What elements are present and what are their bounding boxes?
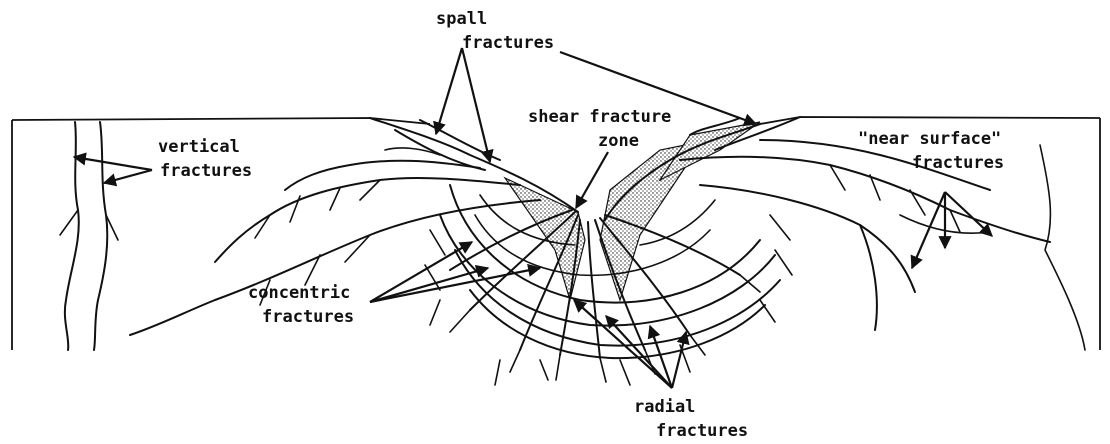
radial-label-line1: radial [634, 397, 695, 417]
spall-label-line1: spall [436, 9, 487, 29]
near-surface-label-line1: "near surface" [858, 129, 1001, 149]
shear-leader [576, 152, 608, 208]
near-surface-label-line2: fractures [912, 153, 1004, 173]
radial-label-line2: fractures [656, 421, 748, 441]
concentric-leader-3 [370, 268, 540, 302]
near-surface-fractures-right [680, 140, 1085, 350]
shear-label-line1: shear fracture [528, 107, 671, 127]
concentric-label-line2: fractures [262, 307, 354, 327]
spall-label-line2: fractures [462, 33, 554, 53]
spall-fracture-lines [370, 117, 800, 220]
concentric-label-line1: concentric [248, 283, 350, 303]
radial-leader-2 [606, 316, 672, 388]
vertical-leader-1 [74, 157, 152, 170]
shear-label-line2: zone [598, 131, 639, 151]
concentric-leader-1 [370, 242, 472, 302]
vertical-label-line1: vertical [158, 137, 240, 157]
vertical-label-line2: fractures [160, 161, 252, 181]
vertical-fractures [60, 122, 118, 350]
spall-leader-left-1 [436, 48, 462, 134]
vertical-leader-2 [104, 170, 152, 183]
ground-surface-right [760, 117, 1100, 124]
